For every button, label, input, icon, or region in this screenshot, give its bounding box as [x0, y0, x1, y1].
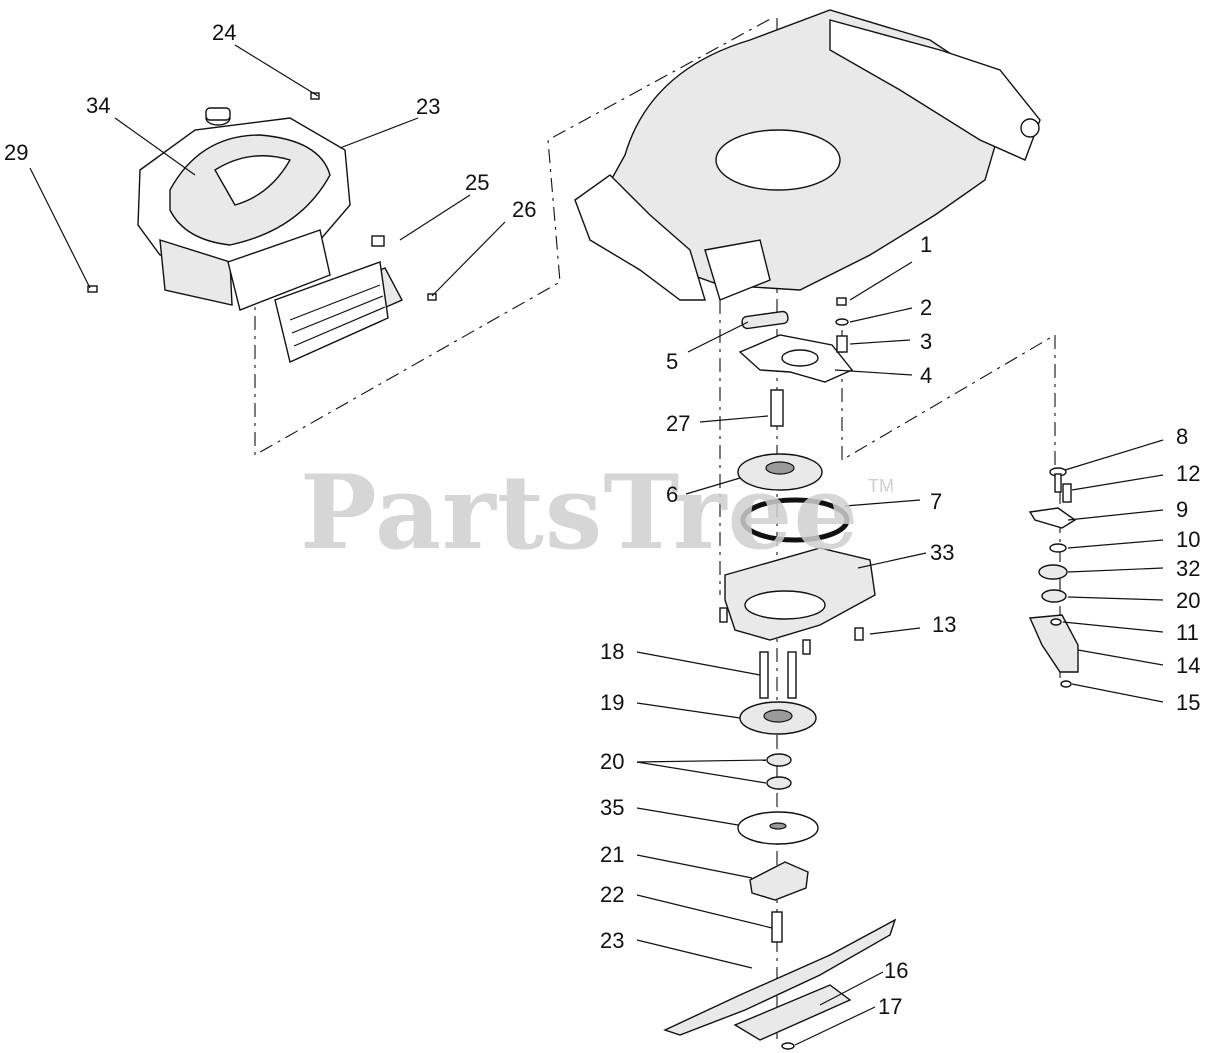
screw-13	[854, 627, 864, 641]
callout-6: 6	[666, 482, 679, 507]
cooling-fins	[159, 239, 233, 306]
callout-14: 14	[1176, 653, 1201, 678]
pulley-hub	[765, 461, 795, 475]
callout-12: 12	[1176, 461, 1201, 486]
callout-17: 17	[878, 994, 903, 1019]
blade-bolt-22	[771, 911, 783, 943]
callout-9: 9	[1176, 497, 1189, 522]
bolt-28	[770, 389, 784, 427]
screw-33a	[719, 607, 728, 623]
screw-27	[427, 293, 437, 301]
spindle-housing-bore	[763, 709, 793, 723]
callout-15: 15	[1176, 690, 1201, 715]
filter-clip	[371, 235, 385, 247]
callout-20-right: 20	[1176, 588, 1201, 613]
callout-21: 21	[600, 842, 625, 867]
callout-20-center: 20	[600, 749, 625, 774]
callout-1: 1	[920, 232, 933, 257]
bearing-20a	[766, 753, 792, 767]
pin-8-shaft	[1054, 473, 1062, 493]
fasteners	[87, 92, 811, 655]
blade-adapter	[749, 861, 809, 901]
spring	[741, 310, 789, 330]
bolt-18a	[759, 651, 769, 699]
callout-5: 5	[666, 349, 679, 374]
deck-handle-mount	[829, 19, 1041, 161]
callout-35: 35	[600, 795, 625, 820]
blade-stiffener	[733, 984, 852, 1041]
callout-13: 13	[932, 612, 957, 637]
stud-12	[1062, 483, 1072, 503]
drive-parts	[724, 453, 876, 641]
callout-7: 7	[930, 489, 943, 514]
watermark-brand: PartsTree	[300, 453, 860, 573]
callout-16: 16	[884, 958, 909, 983]
callout-26: 25	[465, 170, 490, 195]
callout-27: 26	[512, 197, 537, 222]
engine-shroud-ridge	[214, 155, 292, 206]
callout-3: 3	[920, 329, 933, 354]
engine-assembly	[137, 107, 403, 363]
discharge-chute	[574, 174, 706, 301]
callout-33: 33	[930, 540, 955, 565]
callout-34: 34	[86, 93, 111, 118]
leader-lines	[29, 44, 1164, 1046]
idler-plate-hole	[781, 349, 819, 367]
callout-2: 2	[920, 295, 933, 320]
nut-1	[836, 297, 847, 306]
handle-pivot	[1020, 118, 1040, 138]
screw-33b	[802, 639, 811, 655]
rod-25-tip	[310, 92, 320, 100]
callout-23: 23	[600, 928, 625, 953]
callout-25: 24	[212, 20, 237, 45]
bearing-20c	[1041, 589, 1067, 603]
washer-17	[781, 1042, 795, 1050]
mower-deck	[574, 9, 1041, 301]
callout-11: 11	[1176, 620, 1199, 645]
idler-parts	[738, 297, 854, 427]
bushing-32	[1038, 564, 1068, 580]
deck-opening	[715, 129, 841, 191]
bracket-14	[1028, 614, 1079, 673]
watermark-trademark: TM	[868, 476, 894, 496]
callout-19: 19	[600, 690, 625, 715]
bracket-9	[1028, 507, 1077, 529]
callout-10: 10	[1176, 527, 1201, 552]
callout-29: 29	[4, 140, 29, 165]
callout-32: 32	[1176, 556, 1201, 581]
height-adjust-assembly	[1028, 467, 1079, 688]
callout-24: 23	[416, 94, 441, 119]
bolt-18b	[787, 651, 797, 699]
screw-29	[87, 285, 98, 293]
spacer-plate-hole	[769, 822, 787, 830]
washer-2	[835, 318, 849, 326]
callout-22: 22	[600, 882, 625, 907]
bearing-20b	[766, 776, 792, 790]
air-filter-frame	[274, 261, 389, 363]
callout-8: 8	[1176, 424, 1189, 449]
belt-cover-opening	[744, 590, 826, 620]
washer-11	[1050, 618, 1062, 626]
callout-4: 4	[920, 363, 933, 388]
rear-guard	[704, 239, 771, 301]
oil-cap-body	[205, 107, 231, 121]
spacer-3	[836, 335, 848, 353]
air-filter-housing	[227, 229, 331, 311]
blade	[663, 918, 897, 1036]
callout-18: 18	[600, 639, 625, 664]
callout-28: 27	[666, 411, 691, 436]
drive-belt	[740, 497, 850, 543]
washer-10	[1049, 543, 1067, 553]
spindle-stack	[663, 651, 897, 1050]
nut-15	[1060, 680, 1072, 688]
